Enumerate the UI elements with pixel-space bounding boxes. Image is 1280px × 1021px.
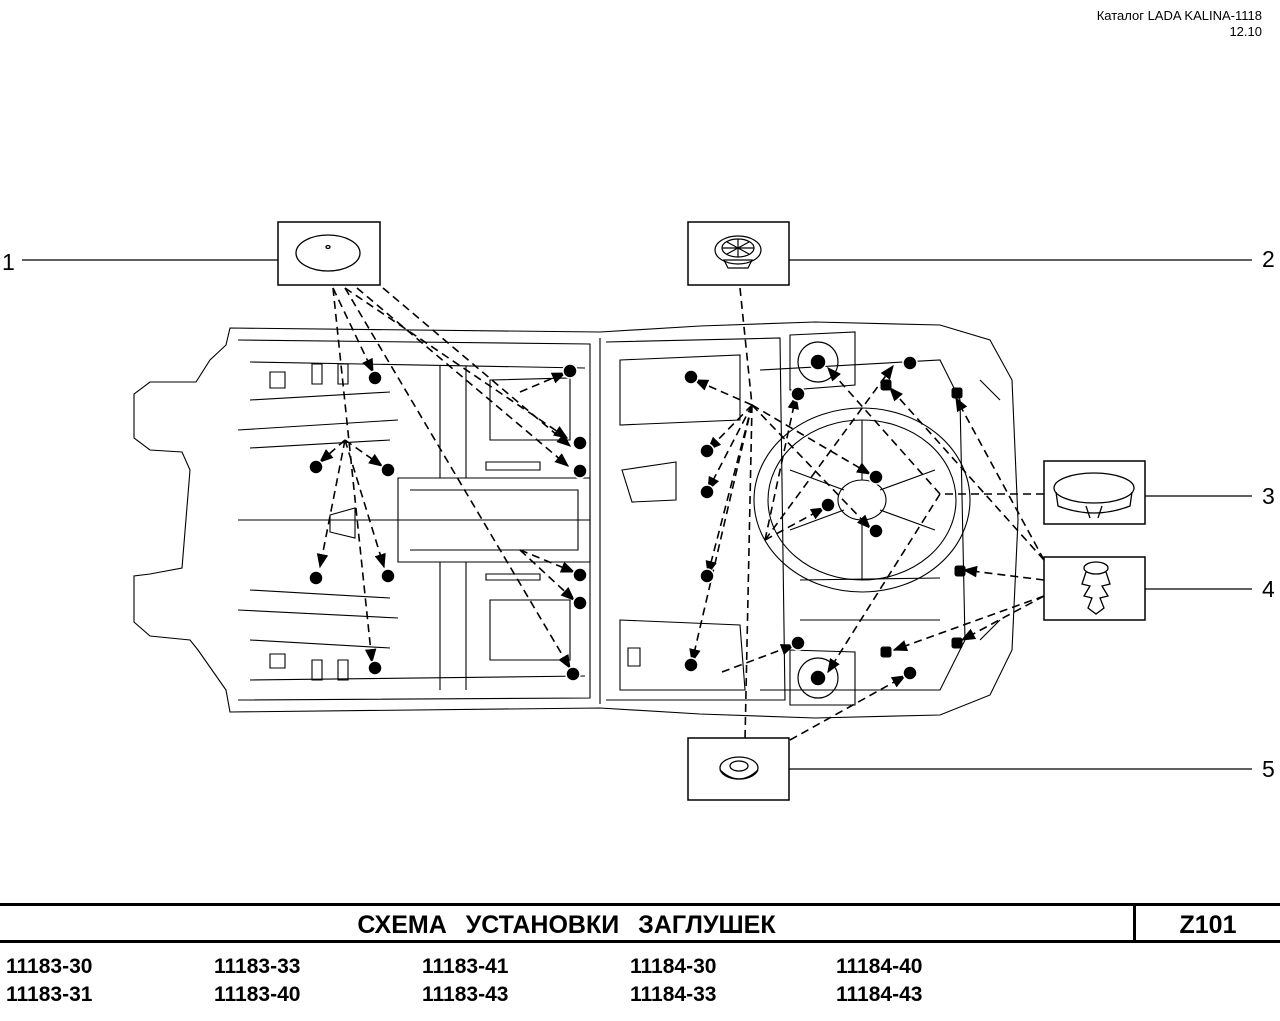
model-code: 11183-41 [422,955,509,978]
callout-5: 5 [1262,756,1275,782]
part-box-2 [687,221,790,286]
rear-strut-cups [797,341,839,699]
part-box-1 [277,221,381,286]
model-list: 11183-30 11183-31 11183-33 11183-40 1118… [6,955,1046,1015]
ribbed-plug-icon [714,235,762,269]
part-box-5 [687,737,790,801]
part-box-3 [1043,460,1146,525]
model-code: 11183-30 [6,955,93,978]
model-code: 11184-40 [836,955,923,978]
diagram-code: Z101 [1179,911,1237,939]
model-code: 11184-33 [630,983,717,1006]
callout-3: 3 [1262,483,1275,509]
callout-1: 1 [2,249,15,275]
part-box-4 [1043,556,1146,621]
floor-pan-outline [133,321,1019,719]
catalog-date: 12.10 [1229,24,1262,39]
title-bar: СХЕМА УСТАНОВКИ ЗАГЛУШЕК Z101 [0,903,1280,943]
callout-4: 4 [1262,576,1275,602]
model-code: 11184-30 [630,955,717,978]
round-plug-icon [295,234,361,272]
callout-2: 2 [1262,246,1275,272]
clip-locations [880,379,966,658]
title-divider [1133,906,1136,940]
plug-locations [308,353,918,687]
cap-plug-icon [1053,472,1135,519]
model-code: 11183-31 [6,983,93,1006]
model-code: 11184-43 [836,983,923,1006]
grommet-icon [719,756,759,780]
model-code: 11183-33 [214,955,301,978]
spare-wheel-well [753,407,971,593]
leader-arrows [316,287,1045,741]
catalog-header: Каталог LADA KALINA-1118 12.10 [1097,8,1262,40]
callout-leaders [22,259,1252,770]
page-title: СХЕМА УСТАНОВКИ ЗАГЛУШЕК [357,911,776,939]
push-clip-icon [1081,561,1111,615]
model-code: 11183-43 [422,983,509,1006]
model-code: 11183-40 [214,983,301,1006]
plug-installation-diagram: 1 2 3 4 5 [2,221,1275,801]
catalog-name: Каталог LADA KALINA-1118 [1096,8,1262,23]
